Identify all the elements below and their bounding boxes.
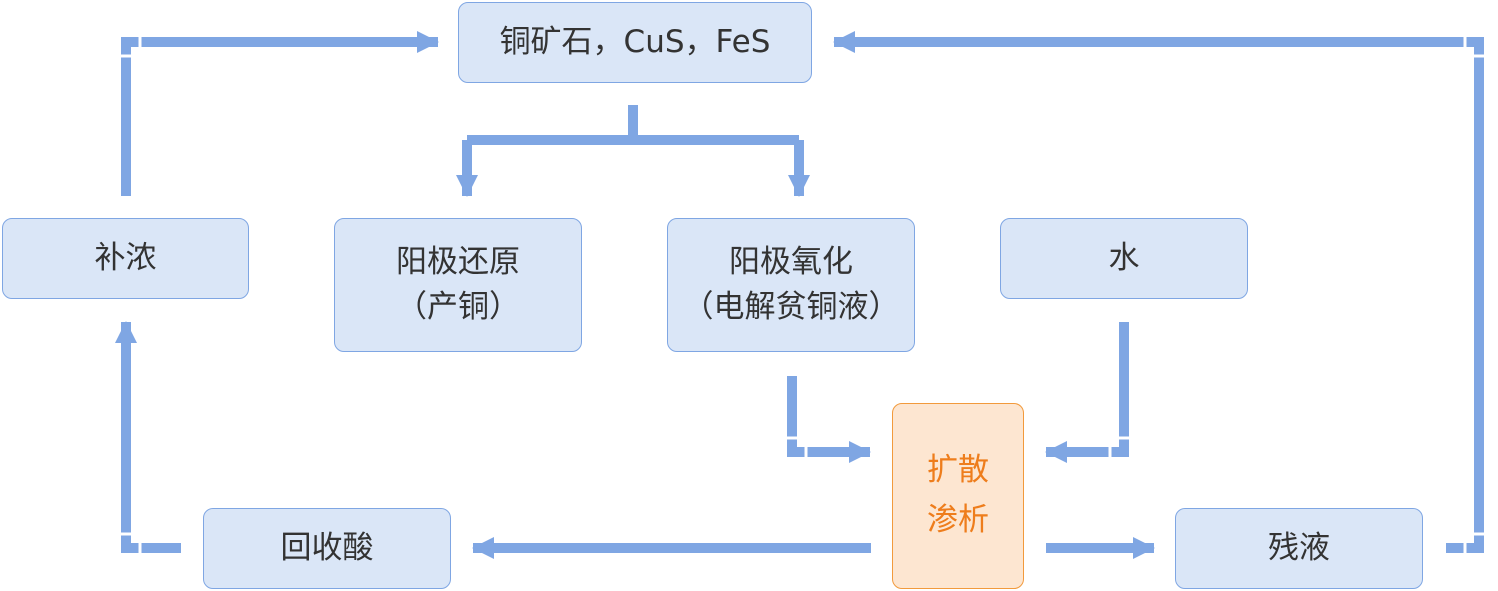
node-diffusion-dialysis: 扩散 渗析 [892,403,1024,589]
node-residue-label: 残液 [1268,530,1330,567]
node-replenish-label: 补浓 [94,240,157,277]
node-acid-recovery: 回收酸 [203,508,451,589]
node-anode-reduction-line2: （产铜） [396,289,520,325]
node-water-label: 水 [1108,240,1140,277]
node-anode-oxidation-line2: （电解贫铜液） [682,289,900,325]
node-anode-reduction-line1: 阳极还原 [396,244,520,281]
node-copper-ore: 铜矿石，CuS，FeS [458,2,812,83]
arrow-oxidation-to-dialysis [787,376,871,463]
arrow-acid-to-replenish [115,321,181,553]
node-acid-recovery-label: 回收酸 [280,530,374,567]
node-copper-ore-label: 铜矿石，CuS，FeS [499,24,771,61]
node-anode-oxidation-line1: 阳极氧化 [729,244,853,281]
node-water: 水 [1000,218,1248,299]
node-diffusion-dialysis-line1: 扩散 [927,452,989,489]
node-diffusion-dialysis-line2: 渗析 [927,502,989,538]
node-replenish: 补浓 [2,218,249,299]
arrow-residue-to-ore [833,31,1484,553]
node-anode-reduction: 阳极还原 （产铜） [334,218,582,352]
node-residue: 残液 [1175,508,1423,589]
arrow-replenish-to-ore [121,31,439,196]
node-anode-oxidation: 阳极氧化 （电解贫铜液） [667,218,915,352]
arrow-water-to-dialysis [1045,322,1129,463]
